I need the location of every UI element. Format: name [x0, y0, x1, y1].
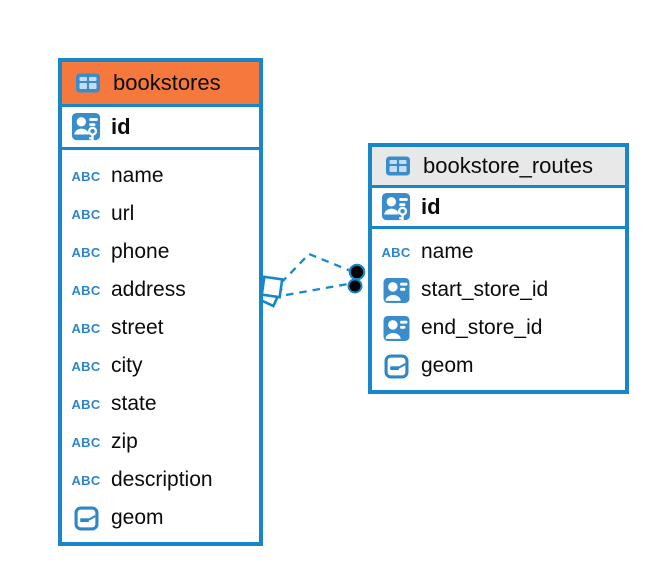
column-name: city: [111, 354, 143, 377]
geometry-type-icon: [380, 354, 412, 379]
mandatory-dot-icon[interactable]: [347, 263, 366, 294]
text-type-icon: ABC: [71, 472, 101, 488]
text-type-icon: ABC: [71, 282, 101, 298]
entity-title: bookstores: [113, 70, 221, 95]
column-row-start-store-id[interactable]: start_store_id: [372, 271, 625, 309]
column-row-address[interactable]: ABC address: [62, 271, 259, 309]
column-row-url[interactable]: ABC url: [62, 195, 259, 233]
column-row-geom[interactable]: geom: [62, 499, 259, 537]
text-type-icon: ABC: [381, 244, 411, 260]
relationship-line[interactable]: [285, 282, 349, 297]
column-row-name[interactable]: ABC name: [62, 157, 259, 195]
column-name: name: [421, 240, 474, 263]
column-name: name: [111, 164, 164, 187]
column-name: phone: [111, 240, 170, 263]
text-type-icon: ABC: [71, 358, 101, 374]
column-name: end_store_id: [421, 316, 543, 339]
column-name: start_store_id: [421, 278, 549, 301]
geometry-type-icon: [70, 506, 102, 531]
column-name: address: [111, 278, 186, 301]
column-name: geom: [421, 354, 474, 377]
column-row-city[interactable]: ABC city: [62, 347, 259, 385]
column-list: ABC name ABC url ABC phone ABC address A…: [62, 150, 259, 537]
entity-bookstores[interactable]: bookstores id ABC name ABC url ABC phone…: [58, 58, 263, 546]
relationship-line-group[interactable]: [280, 252, 352, 297]
entity-header-bookstore-routes[interactable]: bookstore_routes: [372, 147, 625, 188]
primary-key-user-icon: [70, 112, 102, 142]
foreign-key-user-icon: [380, 315, 412, 342]
column-name: description: [111, 468, 213, 491]
column-row-description[interactable]: ABC description: [62, 461, 259, 499]
column-row-geom[interactable]: geom: [372, 347, 625, 385]
column-row-zip[interactable]: ABC zip: [62, 423, 259, 461]
column-name: id: [421, 194, 441, 219]
text-type-icon: ABC: [71, 244, 101, 260]
column-name: geom: [111, 506, 164, 529]
column-name: url: [111, 202, 135, 225]
table-icon: [72, 72, 104, 94]
column-row-name[interactable]: ABC name: [372, 233, 625, 271]
column-name: street: [111, 316, 164, 339]
column-row-id[interactable]: id: [372, 188, 625, 229]
column-row-phone[interactable]: ABC phone: [62, 233, 259, 271]
text-type-icon: ABC: [71, 320, 101, 336]
relationship-line[interactable]: [280, 252, 352, 284]
foreign-key-user-icon: [380, 277, 412, 304]
column-row-street[interactable]: ABC street: [62, 309, 259, 347]
column-row-id[interactable]: id: [62, 107, 259, 150]
text-type-icon: ABC: [71, 168, 101, 184]
primary-key-user-icon: [380, 192, 412, 222]
entity-header-bookstores[interactable]: bookstores: [62, 62, 259, 107]
column-row-state[interactable]: ABC state: [62, 385, 259, 423]
text-type-icon: ABC: [71, 206, 101, 222]
column-list: ABC name start_store_id end_store_id ge: [372, 229, 625, 385]
text-type-icon: ABC: [71, 396, 101, 412]
column-name: state: [111, 392, 157, 415]
text-type-icon: ABC: [71, 434, 101, 450]
column-name: id: [111, 114, 131, 139]
column-row-end-store-id[interactable]: end_store_id: [372, 309, 625, 347]
entity-title: bookstore_routes: [423, 153, 593, 178]
column-name: zip: [111, 430, 138, 453]
entity-bookstore-routes[interactable]: bookstore_routes id ABC name start_store…: [368, 143, 629, 394]
table-icon: [382, 155, 414, 177]
